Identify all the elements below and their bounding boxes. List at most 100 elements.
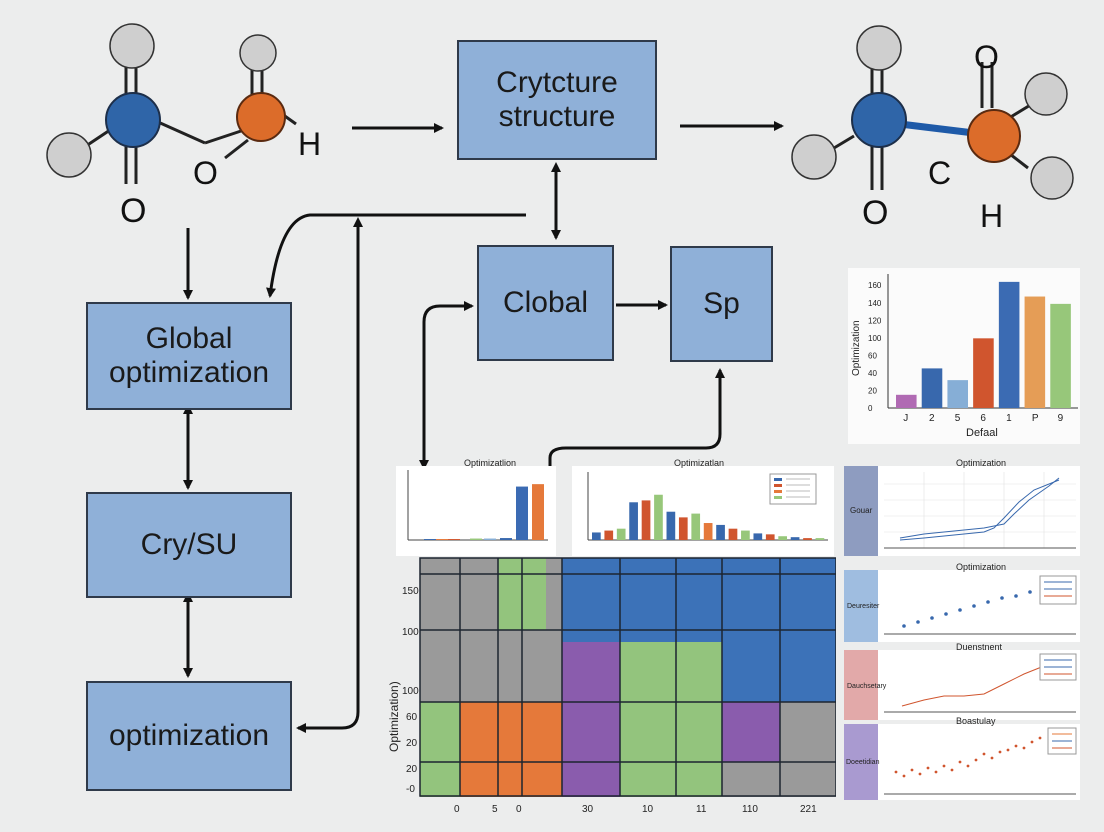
small-bar [592, 532, 601, 540]
atom-gray [1030, 156, 1074, 200]
line-panel-3-title: Duenstnent [956, 642, 1003, 652]
line-panel-4-label: Doeetidian [846, 759, 880, 766]
heatmap-xtick: 110 [742, 804, 758, 815]
small-bar [716, 524, 725, 540]
small-chart-2-title: Optimizatlan [674, 458, 725, 468]
bar [1050, 303, 1071, 408]
molecule-left: O O H [46, 23, 321, 230]
bar-ytick: 100 [868, 334, 882, 343]
heatmap-ytick: 150 [402, 586, 419, 597]
small-bar [604, 530, 614, 540]
heatmap-xtick: 30 [582, 804, 594, 815]
atom-orange [236, 92, 286, 142]
line-panel-3-label: Dauchsetary [847, 683, 887, 690]
small-bar [532, 484, 544, 540]
small-bar [629, 502, 638, 540]
small-bar [424, 539, 436, 540]
arrow-curve-to-global [266, 213, 526, 298]
atom-gray [239, 34, 277, 72]
atom-label-o: O [193, 155, 218, 191]
small-bar [484, 538, 496, 540]
line-panel-1: Optimization Gouar [844, 458, 1080, 556]
atom-blue [105, 92, 161, 148]
line-panel-3: Duenstnent Dauchsetary [844, 642, 1080, 720]
small-bar [678, 517, 688, 540]
bar-ytick: 20 [868, 386, 877, 395]
atom-gray [1024, 72, 1068, 116]
clobal-box: Clobal [477, 245, 614, 361]
line-panel-2-label: Deuresiter [847, 603, 880, 610]
bar-ytick: 140 [868, 299, 882, 308]
small-bar [436, 539, 448, 540]
bar-xtick: P [1032, 413, 1039, 424]
heatmap-xtick: 0 [454, 804, 460, 815]
small-chart-1 [407, 470, 548, 541]
heatmap-xtick: 5 [492, 804, 498, 815]
bar-xtick: 1 [1006, 413, 1012, 424]
small-bar [803, 538, 812, 540]
small-bar [741, 530, 750, 540]
bar-xtick: 6 [980, 413, 986, 424]
line-panel-1-title: Optimization [956, 458, 1007, 468]
bar-xtick: 5 [955, 413, 961, 424]
bar [947, 380, 968, 408]
atom-label-h: H [980, 198, 1003, 234]
small-chart-1-panel: Optimizatlion [396, 458, 556, 556]
atom-label-c: C [928, 155, 951, 191]
optimization-box: optimization [86, 681, 292, 791]
bar-ytick: 60 [868, 351, 877, 360]
atom-label-o: O [862, 194, 888, 232]
heatmap-ytick: 20 [406, 738, 418, 749]
heatmap-xtick: 10 [642, 804, 654, 815]
heatmap-ylabel: Optimization) [387, 681, 401, 752]
bar [973, 338, 994, 408]
bar [1024, 296, 1046, 408]
small-bar [500, 538, 512, 540]
small-chart-2-panel: Optimizatlan [572, 458, 834, 556]
small-bar [728, 528, 738, 540]
arrow-feedback-loop [296, 217, 363, 733]
line-panel-1-label: Gouar [850, 506, 873, 515]
bar-chart-ylabel: Optimization [851, 320, 862, 376]
atom-gray [109, 23, 155, 69]
small-bar [470, 538, 482, 540]
atom-gray [46, 132, 92, 178]
bar [921, 368, 943, 408]
small-bar [765, 534, 775, 540]
molecule-right: O O C H [791, 25, 1074, 234]
small-bar [516, 486, 528, 540]
heatmap-ytick: 20 [406, 764, 418, 775]
small-bar [790, 537, 800, 540]
sp-box: Sp [670, 246, 773, 362]
bar [998, 281, 1020, 408]
small-bar [616, 528, 626, 540]
small-bar [815, 538, 825, 540]
bar-xtick: 9 [1058, 413, 1064, 424]
heatmap-ytick: 60 [406, 712, 418, 723]
heatmap-ytick: -0 [406, 784, 415, 795]
bar-ytick: 0 [868, 404, 873, 413]
small-bar [448, 539, 460, 540]
atom-label-o: O [974, 39, 999, 75]
global-optimization-box: Global optimization [86, 302, 292, 410]
atom-label-h: H [298, 126, 321, 162]
bar-xtick: J [903, 413, 908, 424]
heatmap-xtick: 221 [800, 804, 817, 815]
crysu-box: Cry/SU [86, 492, 292, 598]
atom-label-o: O [120, 192, 146, 230]
heatmap-ytick: 100 [402, 686, 419, 697]
arrow-chart-to-sp [548, 368, 725, 468]
small-chart-1-title: Optimizatlion [464, 458, 517, 468]
heatmap-xtick: 0 [516, 804, 522, 815]
atom-blue [851, 92, 907, 148]
arrow-chart-to-clobal [419, 301, 474, 470]
small-bar [691, 513, 701, 540]
heatmap-xtick: 11 [696, 804, 707, 815]
line-panel-4-title: Boastulay [956, 716, 996, 726]
line-panel-2: Optimization Deuresiter [844, 562, 1080, 642]
bar-chart-xlabel: Defaal [966, 427, 998, 439]
small-bar [666, 511, 676, 540]
small-bar [753, 533, 763, 540]
